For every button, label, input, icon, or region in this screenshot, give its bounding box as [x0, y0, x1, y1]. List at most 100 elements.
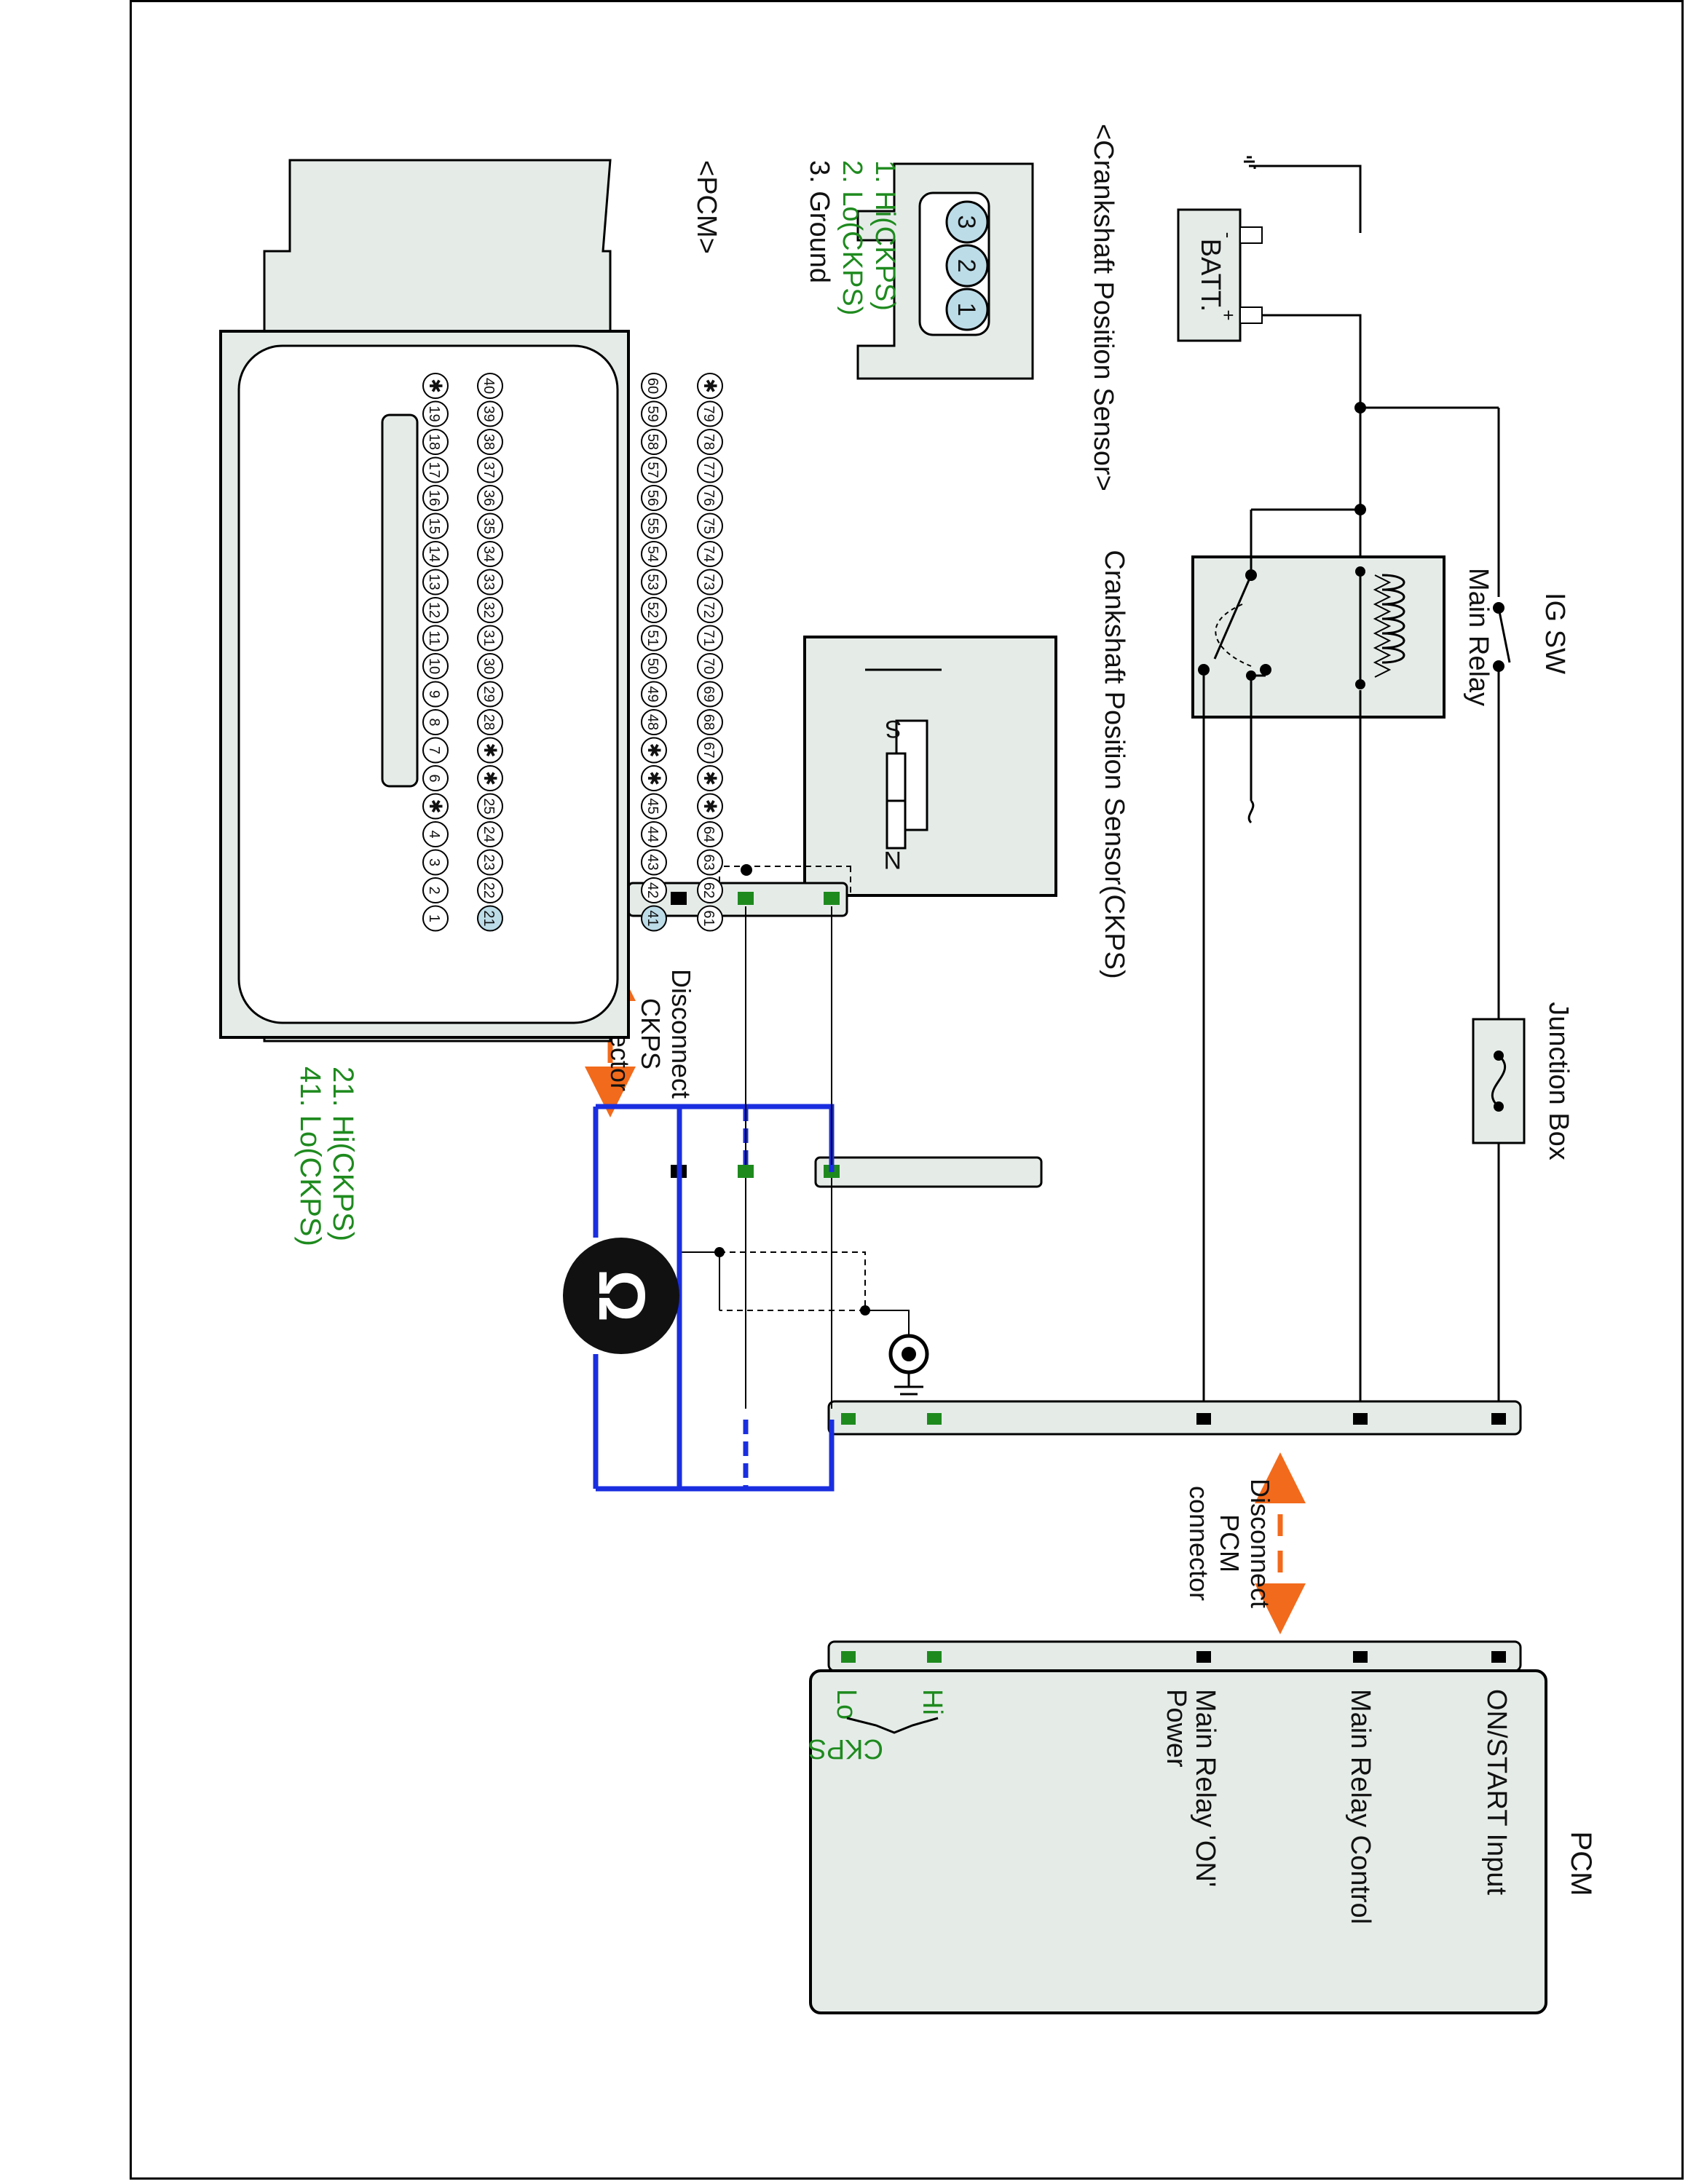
pcm-pin-label: 69 [701, 686, 717, 702]
pcm-pin [641, 373, 667, 399]
pcm-connector-face: ✱191817161514131211109876✱43214039383736… [219, 159, 723, 1042]
pcm-pin-label: 40 [481, 378, 497, 394]
pcm-pin [697, 821, 723, 847]
pcm-pin-label: 57 [644, 462, 660, 478]
pcm-pin-label: 30 [481, 658, 497, 674]
pcm-pin-label: ✱ [480, 771, 500, 786]
pcm-pin-label: 70 [701, 658, 717, 674]
pcm-pin-label: 41 [644, 910, 660, 926]
pcm-pin-label: 17 [426, 462, 442, 478]
pcm-pin [477, 513, 503, 539]
pcm-pin-label: 72 [701, 602, 717, 618]
pcm-pin [422, 569, 449, 596]
pcm-pin [641, 905, 667, 932]
pcm-pin [477, 400, 503, 427]
pcm-pin-label: 36 [481, 490, 497, 506]
pcm-pin [477, 681, 503, 708]
pcm-pin-label: 63 [701, 854, 717, 870]
pcm-pin [422, 513, 449, 539]
pcm-pin [422, 905, 449, 932]
pcm-pin-label: ✱ [700, 799, 719, 813]
pcm-pin [477, 456, 503, 483]
pcm-pin [697, 765, 723, 791]
pcm-pin [697, 513, 723, 539]
pcm-pin-label: 42 [644, 882, 660, 898]
pcm-pin-label: 31 [481, 630, 497, 646]
pcm-pin-label: 33 [481, 574, 497, 590]
pcm-pin-label: ✱ [700, 379, 719, 393]
pcm-input-main-relay-control: Main Relay Control [1345, 1689, 1376, 1924]
svg-text:Disconnect: Disconnect [666, 969, 696, 1099]
ckps-sensor-label: Crankshaft Position Sensor(CKPS) [1099, 550, 1129, 978]
pcm-pin [422, 653, 449, 679]
pcm-pin [697, 709, 723, 735]
pcm-pin [641, 569, 667, 596]
pcm-pin-label: 19 [426, 405, 442, 422]
pcm-pin [422, 485, 449, 511]
pcm-box [809, 1669, 1547, 2014]
battery-plus: + [1218, 309, 1239, 320]
pcm-pin-label: 55 [644, 518, 660, 534]
pcm-pin-label: 73 [701, 574, 717, 590]
pcm-pin-label: 35 [481, 518, 497, 534]
pcm-pin-label: 64 [701, 826, 717, 842]
pcm-pin-label: ✱ [425, 379, 445, 393]
ohmmeter-symbol: Ω [585, 1270, 658, 1322]
pcm-pin-label: 8 [426, 718, 442, 726]
pcm-pin-label: 39 [481, 405, 497, 422]
pcm-pin-label: 10 [426, 658, 442, 674]
ckps-pole-s: S [885, 715, 902, 743]
chassis-ground-symbol [888, 1334, 929, 1403]
svg-text:CKPS: CKPS [636, 998, 666, 1069]
pcm-pin [477, 569, 503, 596]
pcm-pin [477, 737, 503, 764]
ground-symbol-top [1244, 156, 1262, 169]
pcm-pin [697, 793, 723, 820]
disconnect-pcm-label: Disconnect PCM connector [1184, 1479, 1275, 1608]
pcm-pin-label: 11 [426, 630, 442, 646]
pcm-pin [697, 653, 723, 679]
pcm-pin [422, 793, 449, 820]
pcm-pin-label: 3 [426, 858, 442, 866]
junction-box-fuse: Junction Box [1472, 1002, 1574, 1160]
pcm-pin [422, 849, 449, 876]
pcm-pin [697, 429, 723, 455]
pcm-pin-label: 22 [481, 882, 497, 898]
pcm-pin-label: 62 [701, 882, 717, 898]
pcm-pin [641, 485, 667, 511]
pcm-pin-label: ✱ [700, 771, 719, 786]
pcm-pin-label: 53 [644, 574, 660, 590]
pcm-pin-label: 6 [426, 774, 442, 782]
pcm-pin [641, 625, 667, 652]
svg-text:Disconnect: Disconnect [1245, 1479, 1275, 1608]
pcm-pin [697, 737, 723, 764]
pcm-pin-label: ✱ [644, 743, 663, 757]
pcm-pin [477, 597, 503, 623]
pcm-pin [641, 513, 667, 539]
pcm-input-on-start: ON/START Input [1481, 1689, 1512, 1895]
pcm-pin-label: 59 [644, 405, 660, 422]
pcm-pin-label: 37 [481, 462, 497, 478]
svg-text:connector: connector [1184, 1486, 1214, 1601]
pcm-pin-label: 61 [701, 910, 717, 926]
pcm-pin [477, 373, 503, 399]
pcm-pin [641, 765, 667, 791]
ohmmeter-icon[interactable]: Ω [563, 1238, 679, 1354]
pcm-pin [697, 373, 723, 399]
pcm-pin [641, 877, 667, 903]
ckps-legend-3: 3. Ground [804, 160, 835, 283]
pcm-pin-label: 56 [644, 490, 660, 506]
pcm-pin-label: 15 [426, 518, 442, 534]
ig-sw-label: IG SW [1539, 593, 1570, 674]
pcm-pin-label: 13 [426, 574, 442, 590]
pcm-pin-label: 45 [644, 798, 660, 814]
ckps-pole-n: N [883, 846, 902, 874]
pcm-pin [422, 597, 449, 623]
pcm-input-power: Power [1161, 1689, 1191, 1768]
pcm-legend-21: 21. Hi(CKPS) [327, 1067, 359, 1241]
pcm-pin-label: 12 [426, 602, 442, 618]
battery: BATT. - + [1177, 208, 1263, 342]
pcm-pin-label: 9 [426, 690, 442, 698]
